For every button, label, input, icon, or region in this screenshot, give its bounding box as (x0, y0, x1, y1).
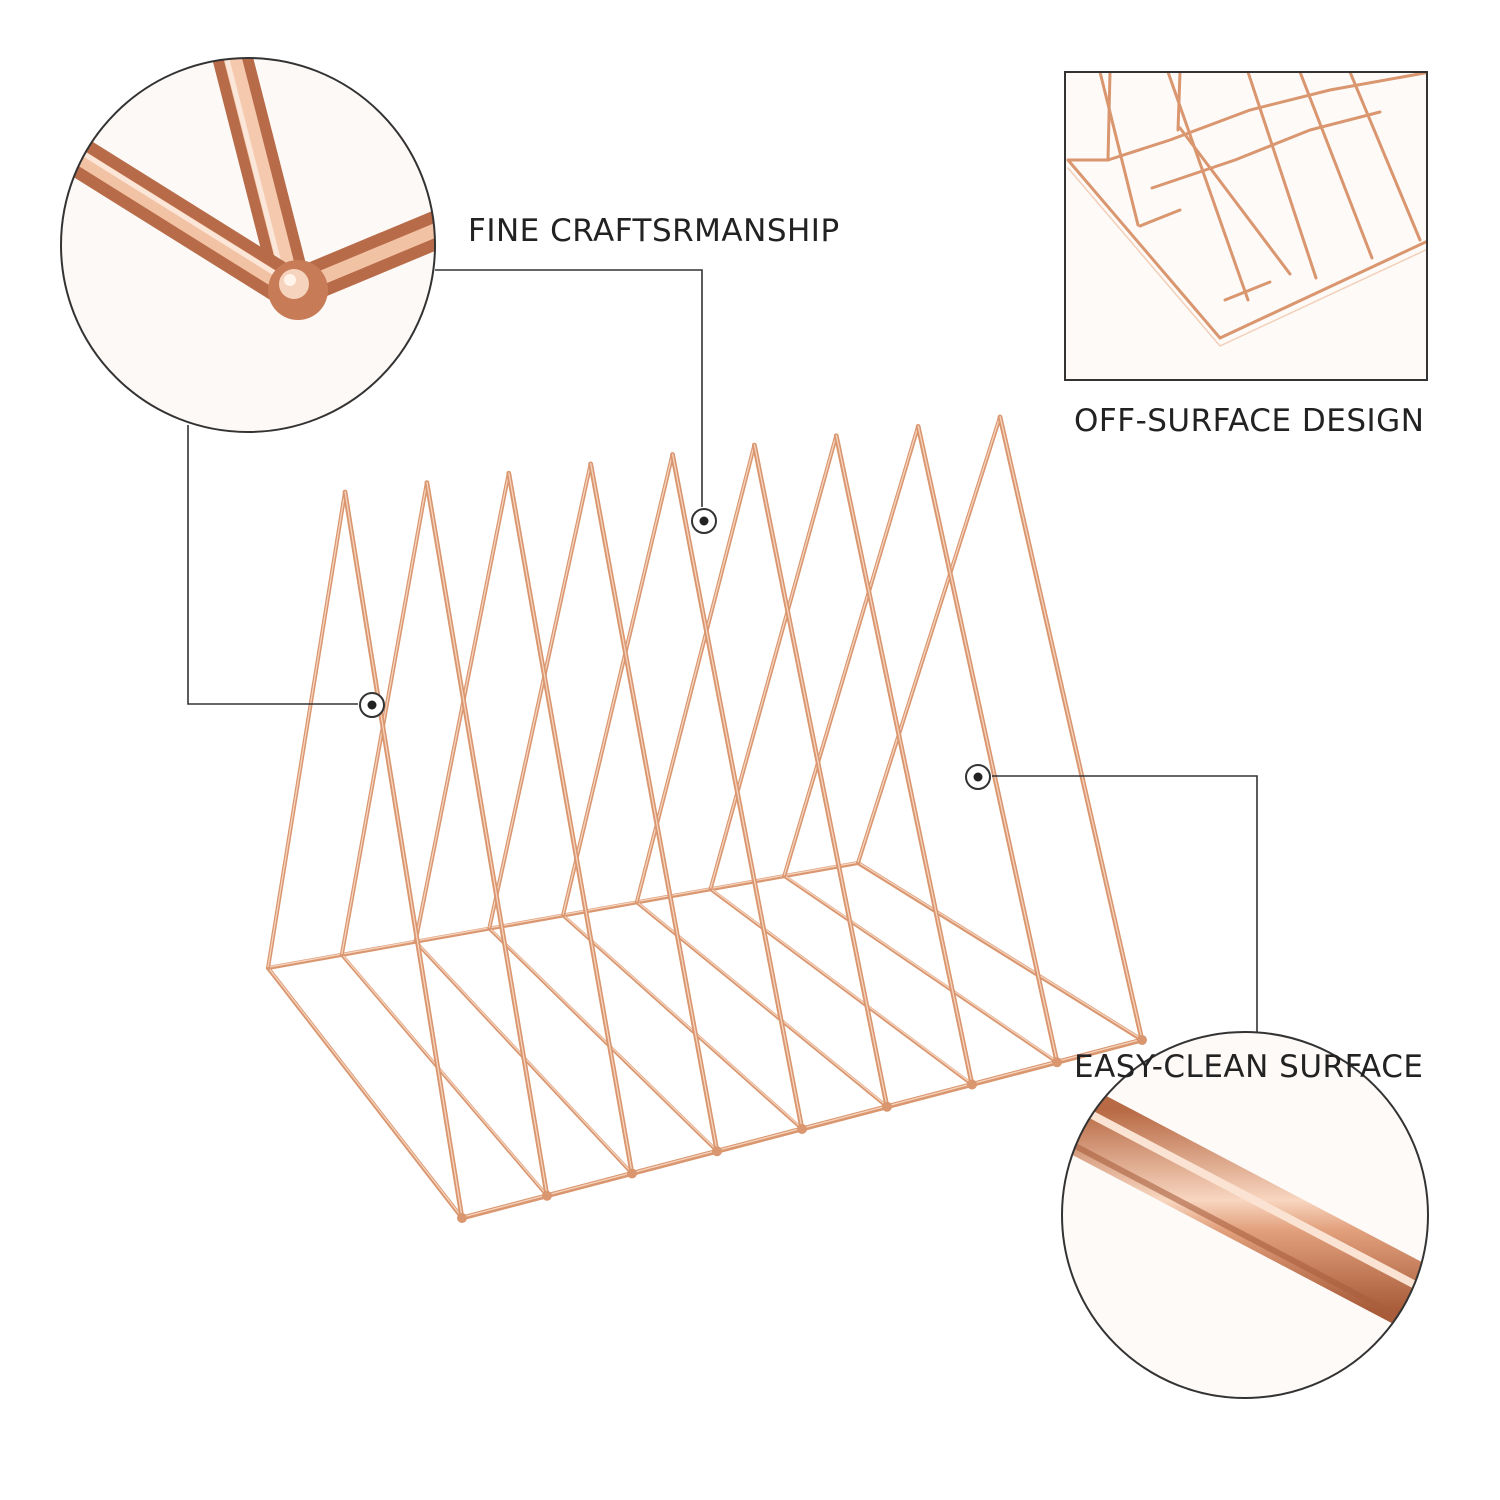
off-surface-design-label: OFF-SURFACE DESIGN (1074, 403, 1425, 439)
divider-back-leg-6-highlight (709, 434, 837, 889)
divider-back-leg-7-highlight (783, 425, 919, 876)
divider-front-leg-7-highlight (917, 425, 1058, 1062)
fine-craftsmanship-label: FINE CRAFTSRMANSHIP (468, 213, 840, 249)
base-right-rail (856, 861, 1144, 1042)
divider-back-leg-2-highlight (414, 472, 510, 942)
callout-lines (187, 269, 1258, 1032)
divider-back-leg-8-highlight (857, 416, 1001, 863)
base-cross-rail-6-highlight (710, 887, 973, 1085)
divider-back-leg-0-highlight (267, 491, 346, 968)
divider-foot-joint-8 (1137, 1035, 1147, 1045)
base-cross-rail-7 (782, 874, 1059, 1064)
file-organizer-image (266, 414, 1147, 1223)
divider-front-leg-3-highlight (589, 462, 718, 1151)
base-cross-rail-4-highlight (562, 914, 803, 1129)
divider-front-leg-0-highlight (344, 491, 463, 1218)
base-left-rail-highlight (267, 966, 463, 1218)
divider-front-leg-6-highlight (835, 434, 973, 1084)
divider-back-leg-3-highlight (488, 462, 592, 928)
base-cross-rail-1-highlight (341, 953, 548, 1196)
divider-foot-joint-5 (882, 1101, 892, 1112)
divider-foot-joint-2 (627, 1168, 637, 1179)
callout-point-right (965, 764, 991, 790)
base-cross-rail-3-highlight (488, 927, 718, 1151)
divider-front-leg-2-highlight (508, 472, 633, 1173)
callout-point-left (359, 692, 385, 718)
divider-foot-joint-4 (797, 1124, 807, 1134)
easy-clean-zoom-circle (1061, 1031, 1429, 1399)
divider-foot-joint-6 (967, 1079, 977, 1090)
base-cross-rail-7-highlight (783, 874, 1058, 1062)
divider-foot-joint-1 (542, 1190, 552, 1201)
craftsmanship-zoom-circle (60, 57, 436, 433)
divider-back-leg-1-highlight (341, 481, 428, 955)
base-right-rail-highlight (857, 861, 1143, 1040)
callout-point-top (691, 508, 717, 534)
divider-front-leg-8-highlight (999, 416, 1143, 1040)
divider-front-leg-1-highlight (426, 481, 548, 1196)
divider-foot-joint-3 (712, 1146, 722, 1157)
divider-foot-joint-0 (457, 1213, 467, 1223)
off-surface-zoom-box (1064, 71, 1428, 381)
divider-front-leg-4-highlight (671, 453, 803, 1129)
divider-front-leg-5-highlight (753, 444, 888, 1107)
divider-foot-joint-7 (1052, 1057, 1062, 1068)
easy-clean-surface-label: EASY-CLEAN SURFACE (1074, 1049, 1424, 1085)
divider-back-leg-4-highlight (562, 453, 674, 915)
